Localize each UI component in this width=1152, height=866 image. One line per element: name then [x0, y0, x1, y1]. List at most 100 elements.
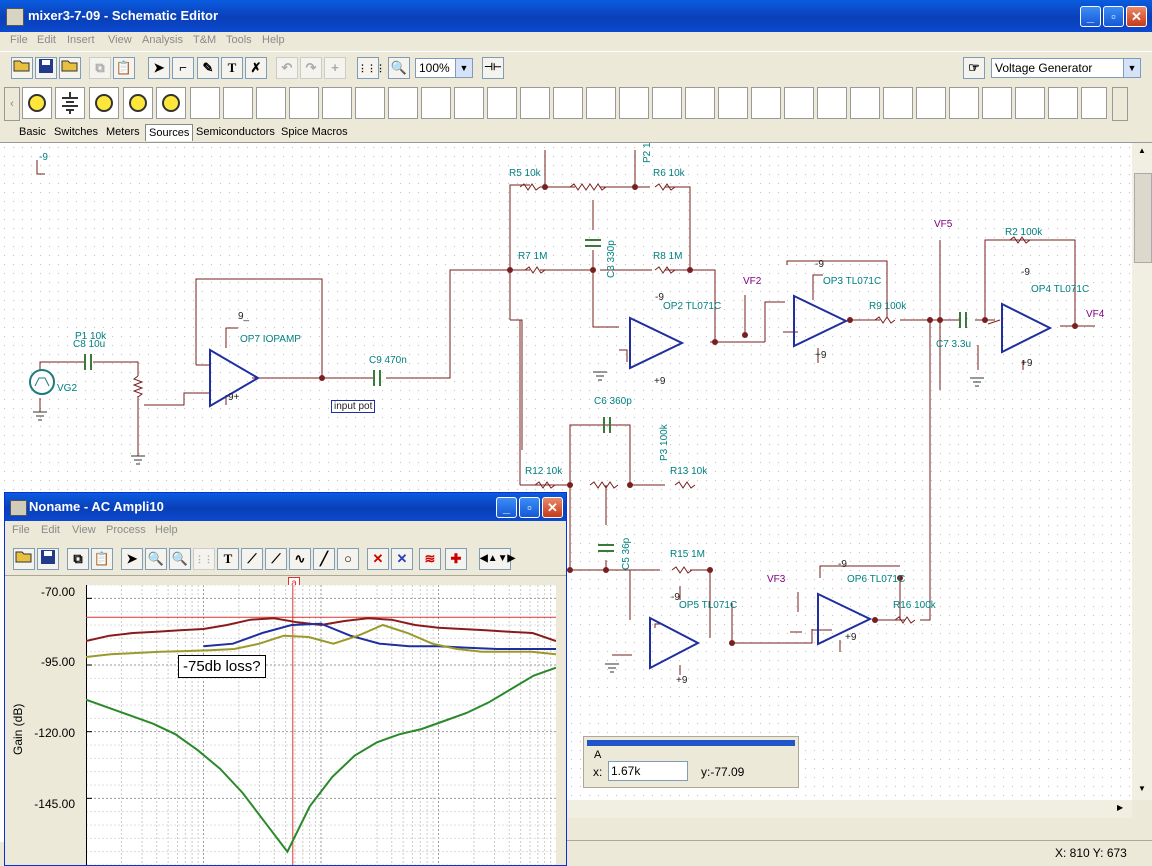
- grid-icon[interactable]: ⋮⋮⋮: [357, 57, 385, 79]
- text-tool-icon[interactable]: T: [217, 548, 239, 570]
- copy-icon[interactable]: ⧉: [89, 57, 111, 79]
- palette-slot[interactable]: [256, 87, 286, 119]
- line-tool-icon[interactable]: ⟋: [241, 548, 263, 570]
- palette-slot[interactable]: [619, 87, 649, 119]
- palette-slot[interactable]: [355, 87, 385, 119]
- ac-menu-view[interactable]: View: [72, 524, 96, 536]
- probe-icon[interactable]: ✚: [445, 548, 467, 570]
- zoom-in-icon[interactable]: 🔍: [145, 548, 167, 570]
- select-arrow-icon[interactable]: ➤: [148, 57, 170, 79]
- maximize-button[interactable]: ▫: [1103, 6, 1124, 27]
- palette-slot[interactable]: [718, 87, 748, 119]
- ac-menu-help[interactable]: Help: [155, 524, 178, 536]
- palette-battery[interactable]: [55, 87, 85, 119]
- select-arrow-icon[interactable]: ➤: [121, 548, 143, 570]
- ac-menu-file[interactable]: File: [12, 524, 30, 536]
- ac-menu-process[interactable]: Process: [106, 524, 146, 536]
- cursor-b-icon[interactable]: ✕: [391, 548, 413, 570]
- paste-icon[interactable]: 📋: [113, 57, 135, 79]
- tab-sources[interactable]: Sources: [145, 124, 194, 141]
- undo-icon[interactable]: ↶: [276, 57, 298, 79]
- junction-icon[interactable]: +: [324, 57, 346, 79]
- open-icon[interactable]: [11, 57, 33, 79]
- gain-plot[interactable]: -75db loss?: [85, 584, 557, 865]
- palette-slot[interactable]: [652, 87, 682, 119]
- menu-edit[interactable]: Edit: [37, 34, 56, 46]
- palette-slot[interactable]: [388, 87, 418, 119]
- ac-menu-edit[interactable]: Edit: [41, 524, 60, 536]
- palette-slot[interactable]: [487, 87, 517, 119]
- palette-slot[interactable]: [685, 87, 715, 119]
- arrow-tool-icon[interactable]: ⟋: [265, 548, 287, 570]
- grid-icon[interactable]: ⋮⋮: [193, 548, 215, 570]
- minimize-button[interactable]: _: [1080, 6, 1101, 27]
- menu-analysis[interactable]: Analysis: [142, 34, 183, 46]
- palette-voltage-generator[interactable]: [123, 87, 153, 119]
- copy-icon[interactable]: ⧉: [67, 548, 89, 570]
- palette-slot[interactable]: [784, 87, 814, 119]
- cursor-a-icon[interactable]: ✕: [367, 548, 389, 570]
- scroll-up-icon[interactable]: ▲: [1138, 146, 1146, 155]
- move-arrows-icon[interactable]: ◀▲▼▶: [479, 548, 515, 570]
- ac-title-bar[interactable]: Noname - AC Ampli10 _ ▫ ✕: [5, 493, 566, 521]
- palette-slot[interactable]: [586, 87, 616, 119]
- menu-file[interactable]: File: [10, 34, 28, 46]
- palette-slot[interactable]: [751, 87, 781, 119]
- palette-slot[interactable]: [916, 87, 946, 119]
- curve-tool-icon[interactable]: ∿: [289, 548, 311, 570]
- palette-slot[interactable]: [322, 87, 352, 119]
- menu-insert[interactable]: Insert: [67, 34, 95, 46]
- menu-tm[interactable]: T&M: [193, 34, 217, 46]
- palette-slot[interactable]: [850, 87, 880, 119]
- ac-maximize-button[interactable]: ▫: [519, 497, 540, 518]
- delete-wire-icon[interactable]: ✗: [245, 57, 267, 79]
- ac-minimize-button[interactable]: _: [496, 497, 517, 518]
- wire-tool-icon[interactable]: ⌐: [172, 57, 194, 79]
- menu-tools[interactable]: Tools: [226, 34, 252, 46]
- palette-slot[interactable]: [553, 87, 583, 119]
- ac-close-button[interactable]: ✕: [542, 497, 563, 518]
- place-component-icon[interactable]: ☞: [963, 57, 985, 79]
- input-pot-label[interactable]: input pot: [331, 400, 376, 413]
- component-select[interactable]: Voltage Generator ▼: [991, 58, 1141, 78]
- close-button[interactable]: ✕: [1126, 6, 1147, 27]
- circle-icon[interactable]: ○: [337, 548, 359, 570]
- open-icon[interactable]: [13, 548, 35, 570]
- palette-slot[interactable]: [421, 87, 451, 119]
- cursor-x-input[interactable]: [608, 761, 688, 781]
- zoom-out-icon[interactable]: 🔍: [169, 548, 191, 570]
- menu-help[interactable]: Help: [262, 34, 285, 46]
- palette-current-generator[interactable]: [156, 87, 186, 119]
- scroll-right-icon[interactable]: ▶: [1117, 803, 1124, 812]
- plot-annotation[interactable]: -75db loss?: [178, 655, 266, 678]
- palette-current-source[interactable]: [89, 87, 119, 119]
- palette-slot[interactable]: [949, 87, 979, 119]
- text-tool-icon[interactable]: T: [221, 57, 243, 79]
- paste-icon[interactable]: 📋: [91, 548, 113, 570]
- zoom-select[interactable]: 100% ▼: [415, 58, 473, 78]
- horizontal-scrollbar[interactable]: ▶: [565, 800, 1132, 818]
- tab-switches[interactable]: Switches: [54, 126, 99, 138]
- ac-analysis-window[interactable]: Noname - AC Ampli10 _ ▫ ✕ File Edit View…: [4, 492, 567, 866]
- palette-slot[interactable]: [1081, 87, 1107, 119]
- scroll-down-icon[interactable]: ▼: [1138, 784, 1146, 793]
- save-icon[interactable]: [37, 548, 59, 570]
- palette-slot[interactable]: [190, 87, 220, 119]
- palette-slot[interactable]: [520, 87, 550, 119]
- scroll-thumb[interactable]: [1134, 173, 1152, 263]
- zoom-icon[interactable]: 🔍: [388, 57, 410, 79]
- palette-scroll-left[interactable]: ‹: [4, 87, 20, 121]
- palette-slot[interactable]: [883, 87, 913, 119]
- palette-slot[interactable]: [1015, 87, 1045, 119]
- palette-slot[interactable]: [817, 87, 847, 119]
- menu-view[interactable]: View: [108, 34, 132, 46]
- tab-meters[interactable]: Meters: [106, 126, 140, 138]
- pencil-icon[interactable]: ✎: [197, 57, 219, 79]
- vertical-scrollbar[interactable]: ▲ ▼: [1132, 143, 1152, 800]
- save-icon[interactable]: [35, 57, 57, 79]
- palette-slot[interactable]: [1048, 87, 1078, 119]
- add-curve-icon[interactable]: ≋: [419, 548, 441, 570]
- palette-slot[interactable]: [223, 87, 253, 119]
- tab-basic[interactable]: Basic: [19, 126, 46, 138]
- line-icon[interactable]: ╱: [313, 548, 335, 570]
